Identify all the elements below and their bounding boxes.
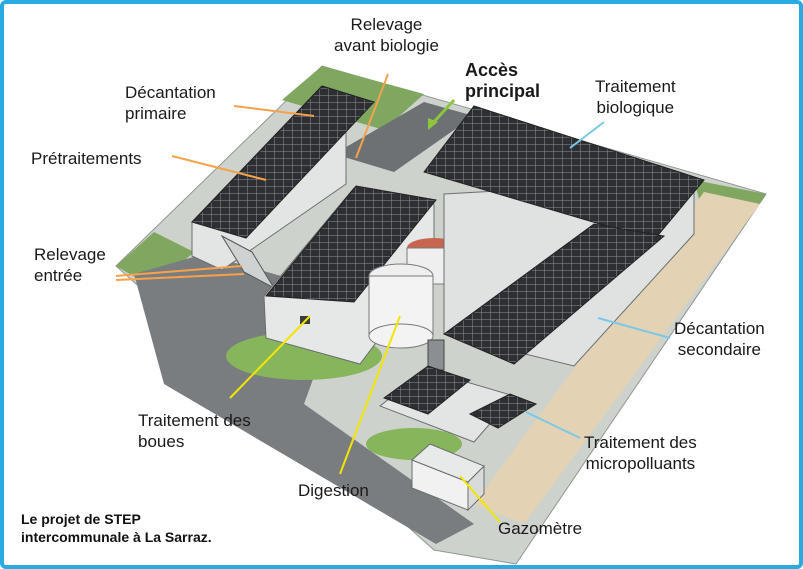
label-traitement-des-boues: Traitement des boues (138, 410, 251, 452)
label-line: Traitement (595, 76, 676, 97)
label-line: Accès (465, 60, 540, 81)
plant-illustration (4, 4, 799, 565)
figure-caption: Le projet de STEP intercommunale à La Sa… (21, 510, 212, 546)
label-line: avant biologie (334, 35, 439, 56)
label-line: boues (138, 431, 251, 452)
label-acces-principal: Accès principal (465, 60, 540, 102)
label-traitement-biologique: Traitement biologique (595, 76, 676, 118)
label-pretraitements: Prétraitements (31, 148, 142, 169)
label-relevage-entree: Relevage entrée (34, 244, 106, 286)
label-digestion: Digestion (298, 480, 369, 501)
label-gazometre: Gazomètre (498, 518, 582, 539)
digester-front-bottom (369, 324, 433, 348)
label-line: Décantation (674, 318, 765, 339)
label-decantation-primaire: Décantation primaire (125, 82, 216, 124)
label-traitement-des-micropolluants: Traitement des micropolluants (584, 432, 697, 474)
label-line: secondaire (674, 339, 765, 360)
caption-line: intercommunale à La Sarraz. (21, 528, 212, 546)
label-relevage-avant-biologie: Relevage avant biologie (334, 14, 439, 56)
label-line: micropolluants (584, 453, 697, 474)
caption-line: Le projet de STEP (21, 510, 212, 528)
label-decantation-secondaire: Décantation secondaire (674, 318, 765, 360)
label-line: Traitement des (584, 432, 697, 453)
label-line: Relevage (334, 14, 439, 35)
label-line: biologique (595, 97, 676, 118)
label-line: principal (465, 81, 540, 102)
label-line: Relevage (34, 244, 106, 265)
label-line: entrée (34, 265, 106, 286)
storage-tank (428, 340, 444, 370)
label-line: primaire (125, 103, 216, 124)
label-line: Décantation (125, 82, 216, 103)
label-line: Traitement des (138, 410, 251, 431)
